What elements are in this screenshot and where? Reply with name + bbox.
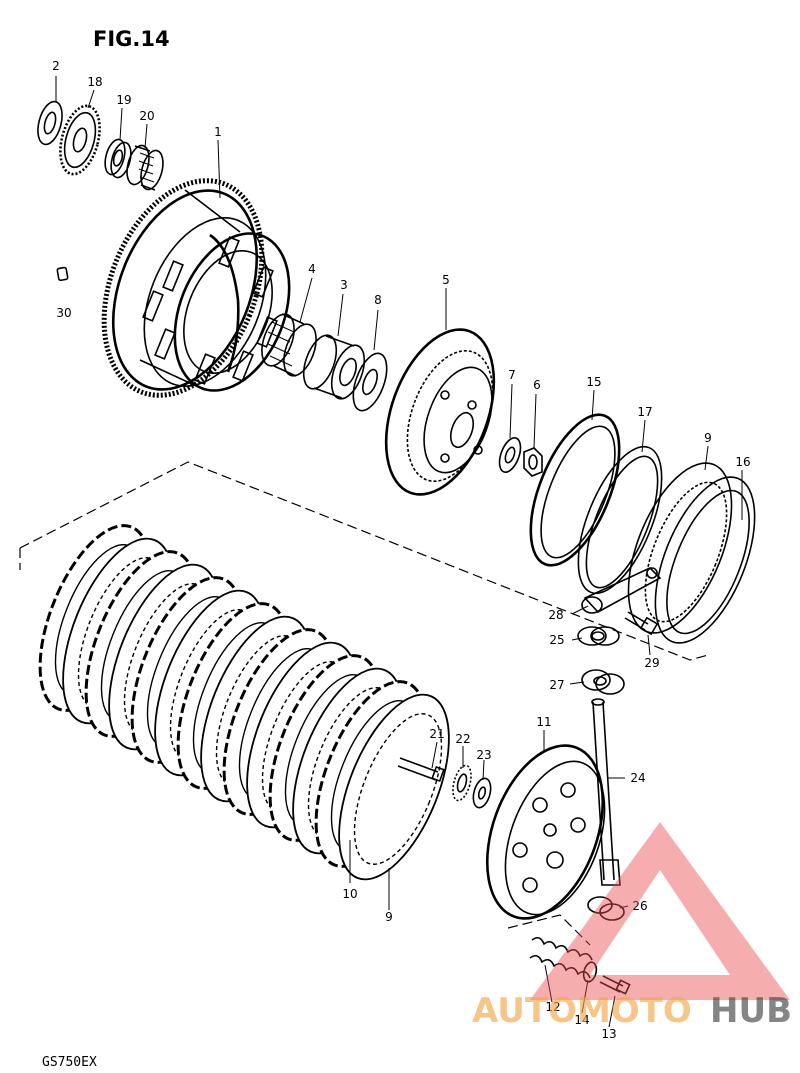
part-6-nut [523,447,543,477]
callout-11: 11 [536,715,551,729]
part-3-sleeve-hub [302,334,366,400]
callout-labels: 2 18 19 20 1 30 4 3 8 5 7 6 15 17 9 16 2… [52,59,750,1041]
part-1-clutch-housing [101,178,291,398]
callout-14: 14 [574,1013,589,1027]
callout-26: 26 [632,899,647,913]
model-code: GS750EX [42,1055,97,1070]
callout-10: 10 [342,887,357,901]
part-5-clutch-hub [384,328,496,496]
callout-23: 23 [476,748,491,762]
clutch-plate-outer [338,693,450,881]
part-27-bearing [581,669,625,695]
callout-2: 2 [52,59,60,73]
callout-3: 3 [340,278,348,292]
part-12-clutch-spring [529,936,593,979]
callout-5: 5 [442,273,450,287]
watermark-logo: AUTOMOTO HUB [472,822,792,1031]
callout-22: 22 [455,732,470,746]
figure-title: FIG.14 [93,27,170,51]
callout-13: 13 [601,1027,616,1041]
callout-17: 17 [637,405,652,419]
part-7-lock-washer [498,437,522,473]
callout-12: 12 [545,1000,560,1014]
watermark-text-auto: AUTOMOTO [472,991,692,1031]
part-26-bearing [587,896,625,921]
part-13-spring-bolt [599,975,631,995]
callout-9-upper: 9 [704,431,712,445]
part-18-gear [59,104,101,176]
part-30-pin [56,266,69,282]
part-21-push-piece [397,757,445,783]
watermark-text-hub: HUB [710,991,792,1031]
callout-20: 20 [139,109,154,123]
callout-9-lower: 9 [385,910,393,924]
callout-15: 15 [586,375,601,389]
callout-28: 28 [548,608,563,622]
callout-29: 29 [644,656,659,670]
plate-stack-10-9 [38,524,450,881]
callout-16: 16 [735,455,750,469]
callout-25: 25 [549,633,564,647]
part-29-bolt [624,611,659,636]
part-20-needle-bearing [126,144,164,191]
part-11-pressure-plate [485,744,606,920]
callout-19: 19 [116,93,131,107]
callout-leaders [55,76,743,1028]
callout-18: 18 [87,75,102,89]
part-16-driven-plate [654,476,756,644]
part-28-release-arm [581,567,662,614]
boundary-lower [507,914,591,946]
callout-27: 27 [549,678,564,692]
part-23-washer [472,777,492,809]
callout-8: 8 [374,293,382,307]
part-17-spring-seat [577,445,663,595]
part-22-thrust-bearing [452,764,472,802]
callout-21: 21 [429,727,444,741]
part-24-release-rod [591,698,621,886]
callout-1: 1 [214,125,222,139]
part-8-washer [352,352,388,412]
callout-24: 24 [630,771,645,785]
part-4-needle-bearing [261,313,317,377]
callout-30: 30 [56,306,71,320]
part-15-spring-ring [529,413,621,567]
boundary-upper [19,461,709,661]
callout-7: 7 [508,368,516,382]
clutch-plate-inner [353,713,443,865]
callout-4: 4 [308,262,316,276]
callout-6: 6 [533,378,541,392]
